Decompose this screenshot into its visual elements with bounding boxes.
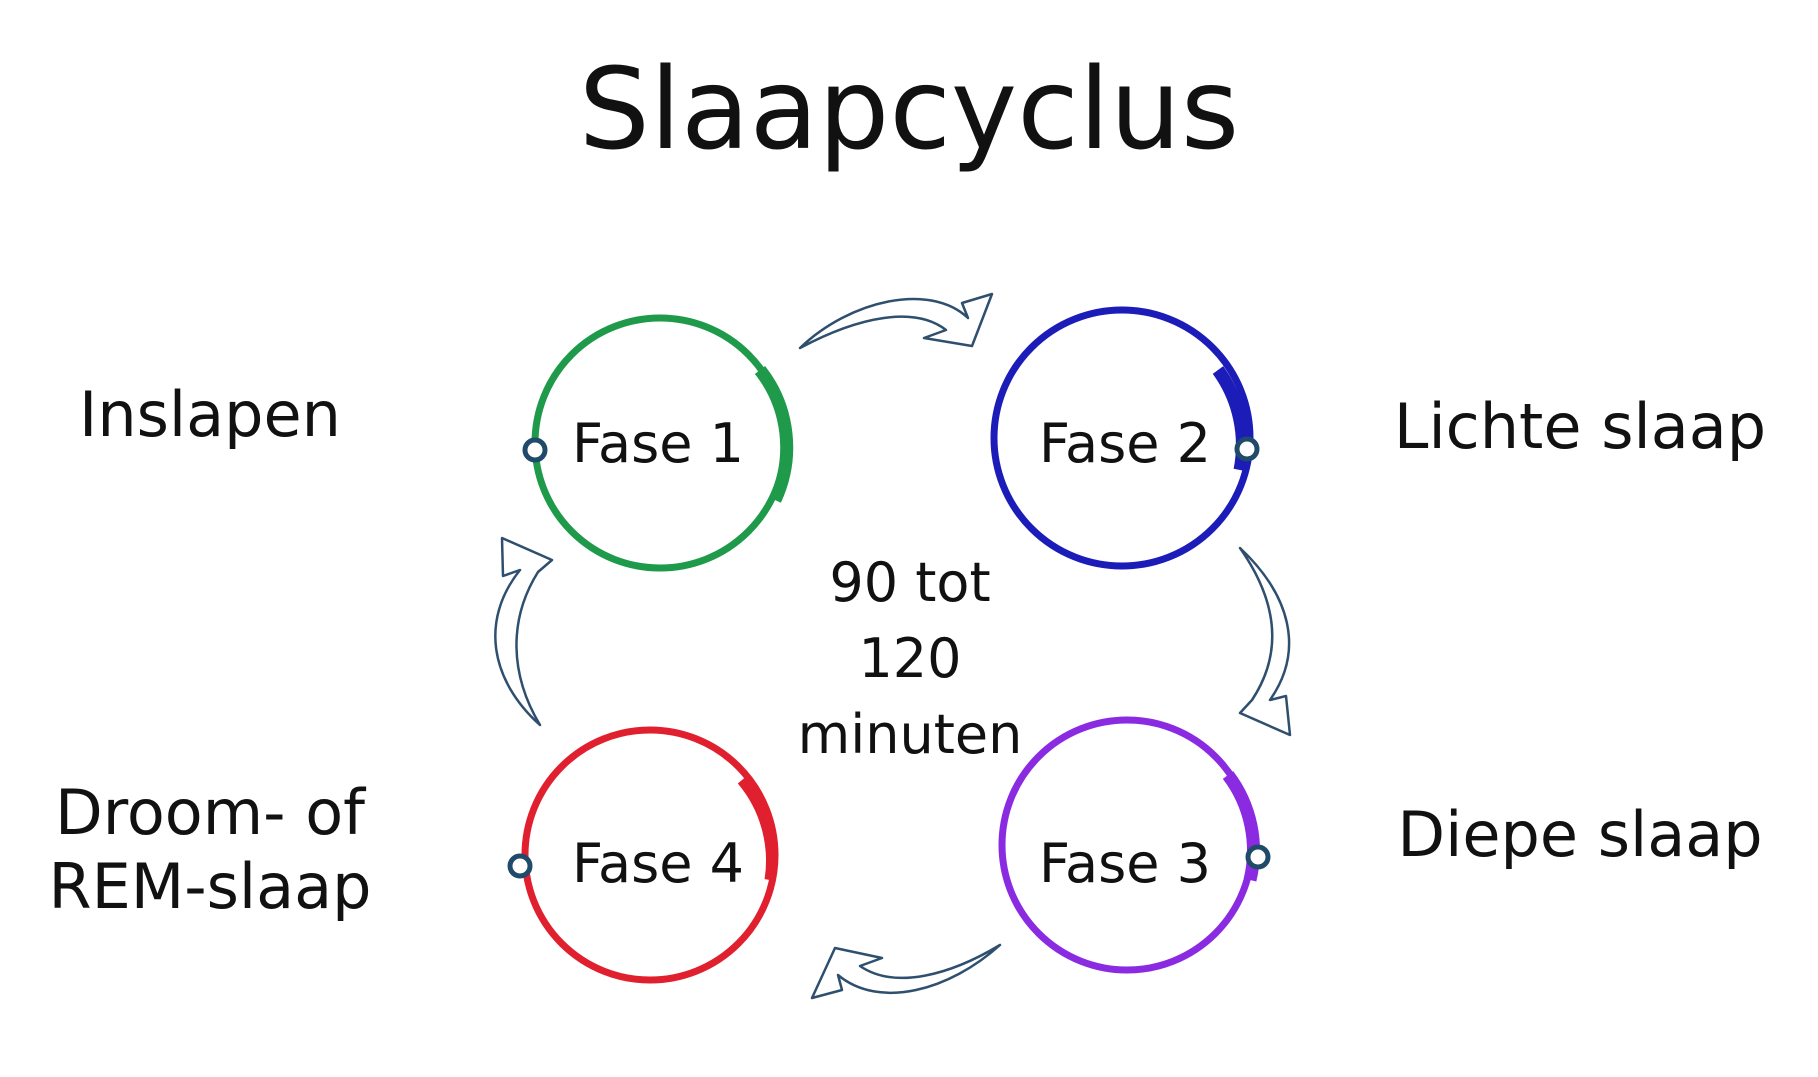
cycle-duration-line: 120 [858, 627, 962, 690]
phase-1-description-line: Inslapen [79, 378, 341, 451]
phase-3-description: Diepe slaap [1380, 798, 1780, 872]
phase-3-label: Fase 3 [1038, 832, 1212, 895]
phase-1-ring-accent [754, 365, 794, 503]
diagram-title: Slaapcyclus [578, 45, 1240, 175]
phase-3-description-line: Diepe slaap [1397, 798, 1763, 871]
phase-4-label: Fase 4 [571, 832, 745, 895]
arrow-phase-1-to-2 [798, 292, 994, 350]
phase-2-label: Fase 2 [1038, 412, 1212, 475]
arrow-phase-4-to-1 [494, 536, 554, 727]
phase-3-node-dot [1245, 844, 1271, 870]
phase-4-ring [507, 726, 779, 984]
phase-4-description: Droom- of REM-slaap [30, 776, 390, 925]
cycle-duration-line: 90 tot [829, 551, 991, 614]
phase-1-description: Inslapen [40, 378, 380, 452]
arrow-phase-3-to-4 [810, 943, 1002, 1000]
phase-2-node-dot [1234, 436, 1260, 462]
phase-1-label: Fase 1 [571, 412, 745, 475]
phase-2-ring [990, 306, 1260, 570]
cycle-duration-line: minuten [797, 703, 1023, 766]
phase-3-ring [998, 716, 1271, 974]
phase-2-description: Lichte slaap [1380, 390, 1780, 464]
phase-1-node-dot [522, 437, 548, 463]
arrow-phase-2-to-3 [1238, 546, 1292, 737]
phase-2-description-line: Lichte slaap [1393, 390, 1767, 463]
phase-4-description-line: Droom- of [55, 776, 365, 849]
phase-4-description-line: REM-slaap [48, 850, 372, 924]
cycle-duration: 90 tot 120 minuten [760, 545, 1060, 773]
phase-1-ring [522, 314, 794, 572]
phase-4-ring-accent [737, 776, 777, 881]
phase-4-node-dot [507, 853, 533, 879]
